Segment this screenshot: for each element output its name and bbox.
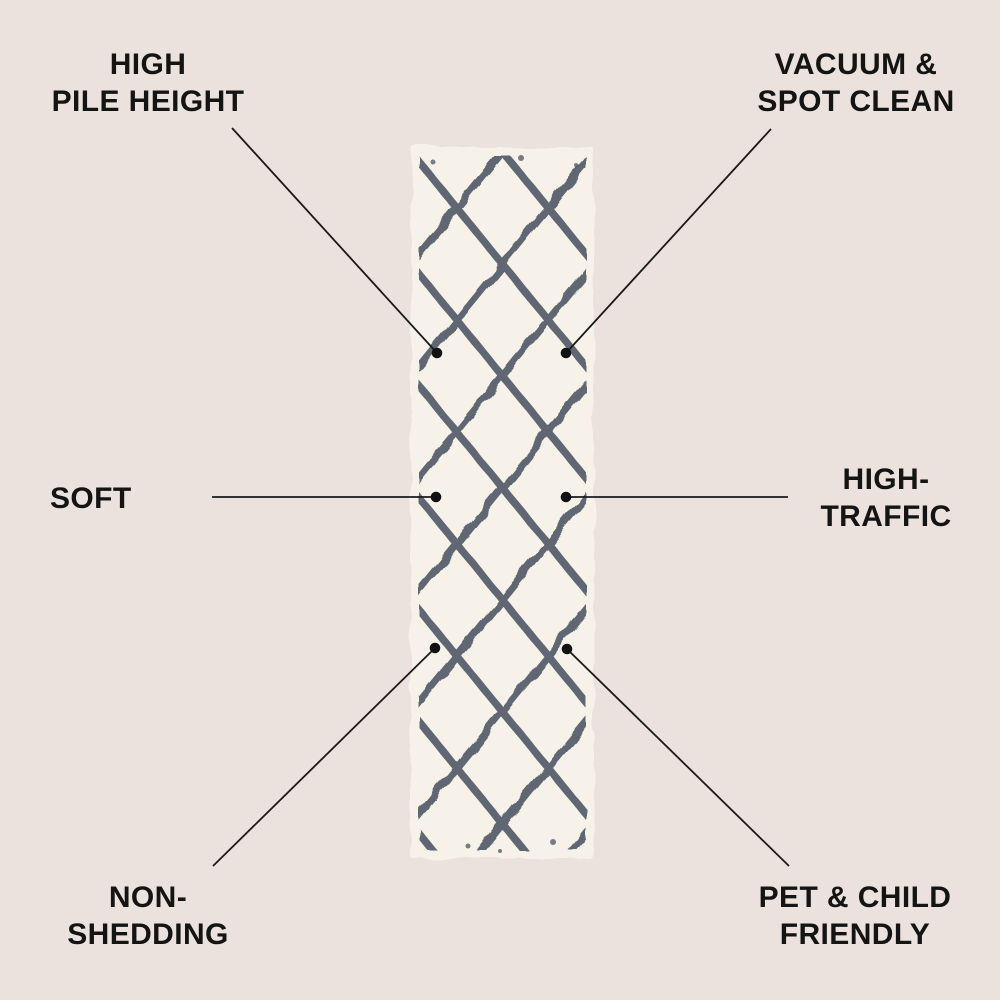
callout-label-non-shedding: NON- SHEDDING (67, 881, 229, 951)
connector-dots (429, 347, 573, 655)
callout-label-vacuum-spot-clean: VACUUM & SPOT CLEAN (757, 48, 955, 118)
connector-line-non-shedding (212, 647, 436, 867)
connector-dot-high-pile-height (431, 347, 443, 359)
callout-label-high-pile-height: HIGH PILE HEIGHT (51, 48, 245, 118)
connector-dot-vacuum-spot-clean (560, 347, 572, 359)
connector-dot-soft (430, 491, 442, 503)
rug-image (411, 147, 594, 859)
connector-line-pet-child-friendly (566, 648, 790, 867)
callout-label-soft: SOFT (50, 482, 132, 515)
callout-label-high-traffic: HIGH- TRAFFIC (820, 463, 952, 533)
connector-line-vacuum-spot-clean (565, 128, 772, 354)
connector-dot-pet-child-friendly (561, 643, 573, 655)
callout-label-pet-child-friendly: PET & CHILD FRIENDLY (758, 881, 952, 951)
connector-dot-high-traffic (560, 491, 572, 503)
connector-dot-non-shedding (429, 642, 441, 654)
rug-specks (430, 155, 578, 853)
connector-lines (212, 127, 790, 867)
connector-line-high-pile-height (231, 127, 438, 354)
